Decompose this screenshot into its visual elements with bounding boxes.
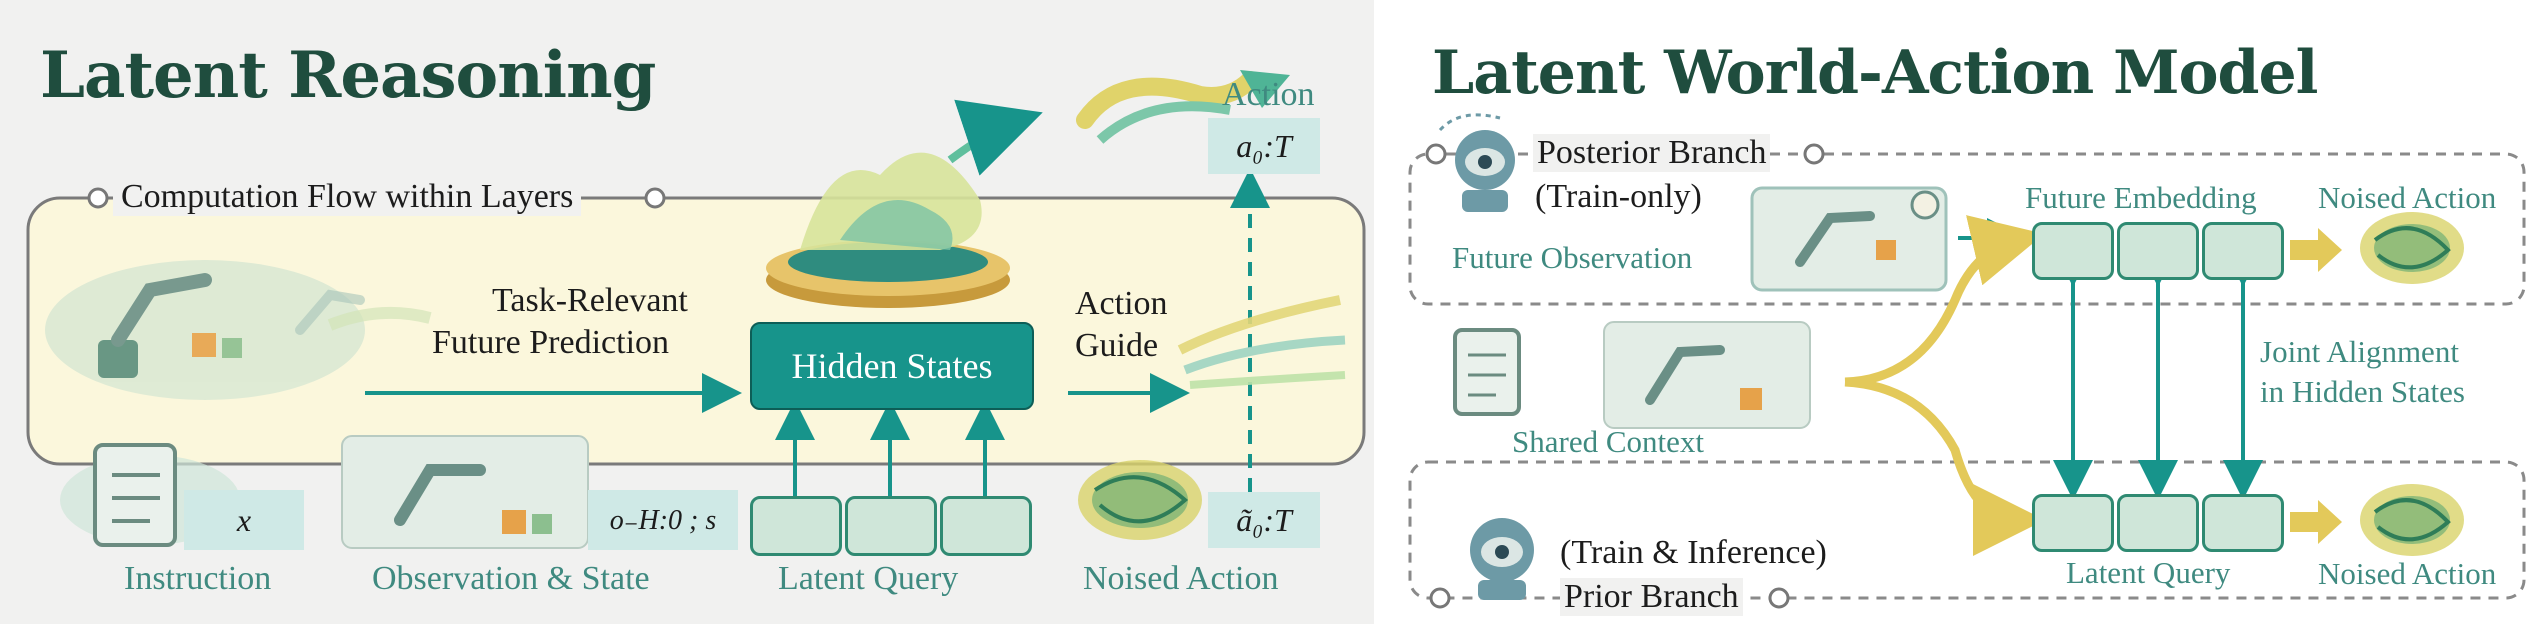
left-title: Latent Reasoning xyxy=(40,38,656,113)
noised-action-tangle-bottom xyxy=(2360,484,2464,556)
prior-line1: (Train & Inference) xyxy=(1560,534,1827,571)
shared-to-query-yellow-curve xyxy=(1844,377,2045,556)
noised-action-label: Noised Action xyxy=(1083,560,1279,597)
prior-left-node xyxy=(1429,587,1451,609)
obs-var-chip: o₋H:0 ; s xyxy=(588,490,738,550)
noised-action-tangle-left xyxy=(1078,460,1202,540)
shared-context-label: Shared Context xyxy=(1512,424,1704,459)
future-observation-label: Future Observation xyxy=(1452,240,1693,275)
future-prediction-line2: Future Prediction xyxy=(432,324,670,361)
prior-query-box-3 xyxy=(2202,494,2284,552)
right-title: Latent World-Action Model xyxy=(1432,38,2318,108)
prior-robot-illustration xyxy=(1470,518,1534,600)
posterior-line2: (Train-only) xyxy=(1535,178,1702,215)
prior-branch-box xyxy=(1408,460,2526,600)
prior-line2: Prior Branch xyxy=(1560,578,1743,616)
query-to-noised-arrow xyxy=(2290,500,2342,544)
instruction-var-chip: x xyxy=(184,490,304,550)
noised-action-bottom-label: Noised Action xyxy=(2318,556,2497,591)
robot-arm-illustration xyxy=(45,260,432,400)
prior-query-box-2 xyxy=(2117,494,2199,552)
action-swoosh-illustration xyxy=(1076,70,1290,144)
latent-query-right-label: Latent Query xyxy=(2066,555,2231,590)
action-label: Action xyxy=(1222,76,1315,113)
shared-to-future-yellow-curve xyxy=(1844,215,2045,387)
future-embedding-box-2 xyxy=(2117,222,2199,280)
action-var-chip: a₀:T xyxy=(1208,118,1320,174)
hidden-states-label: Hidden States xyxy=(791,346,993,386)
prior-right-node xyxy=(1768,587,1790,609)
flow-label-left-node xyxy=(87,187,109,209)
posterior-robot-illustration xyxy=(1438,113,1515,212)
instruction-label: Instruction xyxy=(124,560,272,597)
prior-query-box-1 xyxy=(2032,494,2114,552)
latent-query-label: Latent Query xyxy=(778,560,959,597)
joint-alignment-line2: in Hidden States xyxy=(2260,374,2465,409)
observation-scene-illustration xyxy=(341,435,589,549)
instruction-var: x xyxy=(236,501,252,538)
obs-var: o₋H:0 ; s xyxy=(609,505,717,536)
future-observation-scene xyxy=(1750,186,1948,292)
latent-query-box-1 xyxy=(750,496,842,556)
latent-query-box-2 xyxy=(845,496,937,556)
posterior-line1: Posterior Branch xyxy=(1533,134,1771,172)
future-embedding-label: Future Embedding xyxy=(2025,180,2257,215)
flow-label: Computation Flow within Layers xyxy=(113,178,582,216)
posterior-right-node xyxy=(1803,143,1825,165)
posterior-branch-box xyxy=(1408,152,2526,306)
action-guide-line1: Action xyxy=(1075,285,1168,322)
embedding-to-noised-arrow xyxy=(2290,228,2342,272)
observation-label: Observation & State xyxy=(372,560,650,597)
latent-pedestal-illustration xyxy=(766,99,1043,308)
posterior-left-node xyxy=(1425,143,1447,165)
future-embedding-box-3 xyxy=(2202,222,2284,280)
noised-action-tangle-top xyxy=(2360,212,2464,284)
future-prediction-line1: Task-Relevant xyxy=(492,282,688,319)
future-embedding-box-1 xyxy=(2032,222,2114,280)
action-guide-illustration xyxy=(1177,295,1346,389)
latent-query-box-3 xyxy=(940,496,1032,556)
action-guide-line2: Guide xyxy=(1075,327,1159,364)
noised-var-chip: ã₀:T xyxy=(1208,492,1320,548)
joint-alignment-line1: Joint Alignment xyxy=(2260,334,2459,369)
shared-context-scene xyxy=(1603,321,1811,429)
noised-action-top-label: Noised Action xyxy=(2318,180,2497,215)
action-var: a₀:T xyxy=(1236,127,1292,164)
noised-var: ã₀:T xyxy=(1236,501,1292,538)
flow-label-right-node xyxy=(644,187,666,209)
hidden-states-box: Hidden States xyxy=(750,322,1034,410)
shared-context-clipboard xyxy=(1453,328,1521,416)
